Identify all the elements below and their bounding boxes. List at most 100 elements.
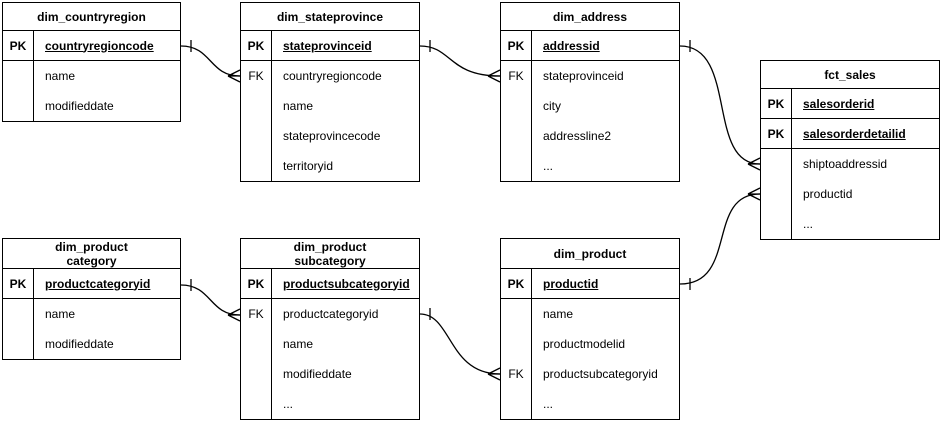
edge-subcategory-product[interactable] — [419, 308, 501, 381]
field-name: stateprovincecode — [283, 129, 381, 143]
table-dim-productsubcategory[interactable]: dim_product subcategory PK productsubcat… — [240, 238, 420, 420]
field-name: productmodelid — [543, 337, 626, 351]
field-name: modifieddate — [45, 337, 114, 351]
field-row: addressline2 — [501, 121, 679, 151]
crowsfoot-many — [487, 69, 501, 83]
crowsfoot-many — [227, 69, 241, 83]
pk-label: PK — [761, 119, 792, 148]
field-row: ... — [501, 151, 679, 181]
field-name: shiptoaddressid — [803, 157, 888, 171]
field-name: city — [543, 99, 561, 113]
fk-label: FK — [241, 299, 272, 329]
pk-label: PK — [241, 269, 272, 298]
fk-label: FK — [501, 359, 532, 389]
pk-field: addressid — [543, 38, 600, 53]
row-label — [3, 299, 34, 329]
table-title: dim_product subcategory — [241, 239, 419, 269]
field-name: ... — [543, 397, 554, 411]
field-row: name — [241, 91, 419, 121]
field-name: productid — [803, 187, 853, 201]
pk-field: productid — [543, 276, 599, 291]
row-label — [241, 91, 272, 121]
pk-field: salesorderdetailid — [803, 126, 906, 141]
field-name: countryregioncode — [283, 69, 382, 83]
fk-label: FK — [501, 61, 532, 91]
edge-line — [419, 45, 501, 77]
edge-line — [679, 45, 761, 165]
table-dim-stateprovince[interactable]: dim_stateprovince PK stateprovinceid FK … — [240, 2, 420, 182]
row-label — [501, 299, 532, 329]
crowsfoot-many — [747, 187, 761, 201]
pk-row: PK productsubcategoryid — [241, 269, 419, 299]
field-name: productcategoryid — [283, 307, 379, 321]
field-row: modifieddate — [241, 359, 419, 389]
row-label — [3, 91, 34, 121]
row-label — [501, 389, 532, 419]
field-row: name — [501, 299, 679, 329]
crowsfoot-many — [227, 308, 241, 322]
field-name: modifieddate — [283, 367, 352, 381]
field-row: productmodelid — [501, 329, 679, 359]
field-name: name — [283, 99, 314, 113]
table-title: fct_sales — [761, 61, 939, 89]
field-row: city — [501, 91, 679, 121]
table-title: dim_product category — [3, 239, 180, 269]
pk-row: PK countryregioncode — [3, 31, 180, 61]
field-name: productsubcategoryid — [543, 367, 658, 381]
field-row: territoryid — [241, 151, 419, 181]
edge-line — [180, 45, 241, 77]
field-row: modifieddate — [3, 91, 180, 121]
pk-field: productsubcategoryid — [283, 276, 410, 291]
field-row: shiptoaddressid — [761, 149, 939, 179]
edge-countryregion-stateprovince[interactable] — [180, 40, 241, 83]
pk-row: PK salesorderid — [761, 89, 939, 119]
pk-label: PK — [761, 89, 792, 118]
field-name: name — [45, 307, 76, 321]
edge-category-subcategory[interactable] — [180, 279, 241, 322]
edge-line — [180, 284, 241, 316]
table-dim-productcategory[interactable]: dim_product category PK productcategoryi… — [2, 238, 181, 360]
table-fct-sales[interactable]: fct_sales PK salesorderid PK salesorderd… — [760, 60, 940, 240]
table-title: dim_address — [501, 3, 679, 31]
row-label — [241, 389, 272, 419]
table-title: dim_stateprovince — [241, 3, 419, 31]
row-label — [761, 209, 792, 239]
field-row: FK countryregioncode — [241, 61, 419, 91]
field-name: stateprovinceid — [543, 69, 624, 83]
pk-row: PK productid — [501, 269, 679, 299]
field-row: stateprovincecode — [241, 121, 419, 151]
row-label — [241, 151, 272, 181]
table-dim-countryregion[interactable]: dim_countryregion PK countryregioncode n… — [2, 2, 181, 122]
table-dim-product[interactable]: dim_product PK productid name productmod… — [500, 238, 680, 420]
field-row: name — [3, 299, 180, 329]
pk-label: PK — [3, 269, 34, 298]
row-label — [501, 91, 532, 121]
row-label — [241, 121, 272, 151]
table-dim-address[interactable]: dim_address PK addressid FK stateprovinc… — [500, 2, 680, 182]
field-name: modifieddate — [45, 99, 114, 113]
edge-address-fctsales[interactable] — [679, 40, 761, 171]
pk-label: PK — [501, 31, 532, 60]
edge-line — [679, 193, 761, 285]
crowsfoot-many — [487, 367, 501, 381]
pk-row: PK salesorderdetailid — [761, 119, 939, 149]
row-label — [241, 359, 272, 389]
fk-label: FK — [241, 61, 272, 91]
pk-row: PK addressid — [501, 31, 679, 61]
edge-product-fctsales[interactable] — [679, 187, 761, 290]
row-label — [761, 149, 792, 179]
row-label — [241, 329, 272, 359]
pk-row: PK productcategoryid — [3, 269, 180, 299]
row-label — [3, 329, 34, 359]
pk-field: salesorderid — [803, 96, 875, 111]
field-row: productid — [761, 179, 939, 209]
field-name: ... — [283, 397, 294, 411]
field-row: modifieddate — [3, 329, 180, 359]
row-label — [3, 61, 34, 91]
field-name: territoryid — [283, 159, 334, 173]
pk-field: stateprovinceid — [283, 38, 372, 53]
field-name: addressline2 — [543, 129, 612, 143]
edge-stateprovince-address[interactable] — [419, 40, 501, 83]
field-row: FK productsubcategoryid — [501, 359, 679, 389]
